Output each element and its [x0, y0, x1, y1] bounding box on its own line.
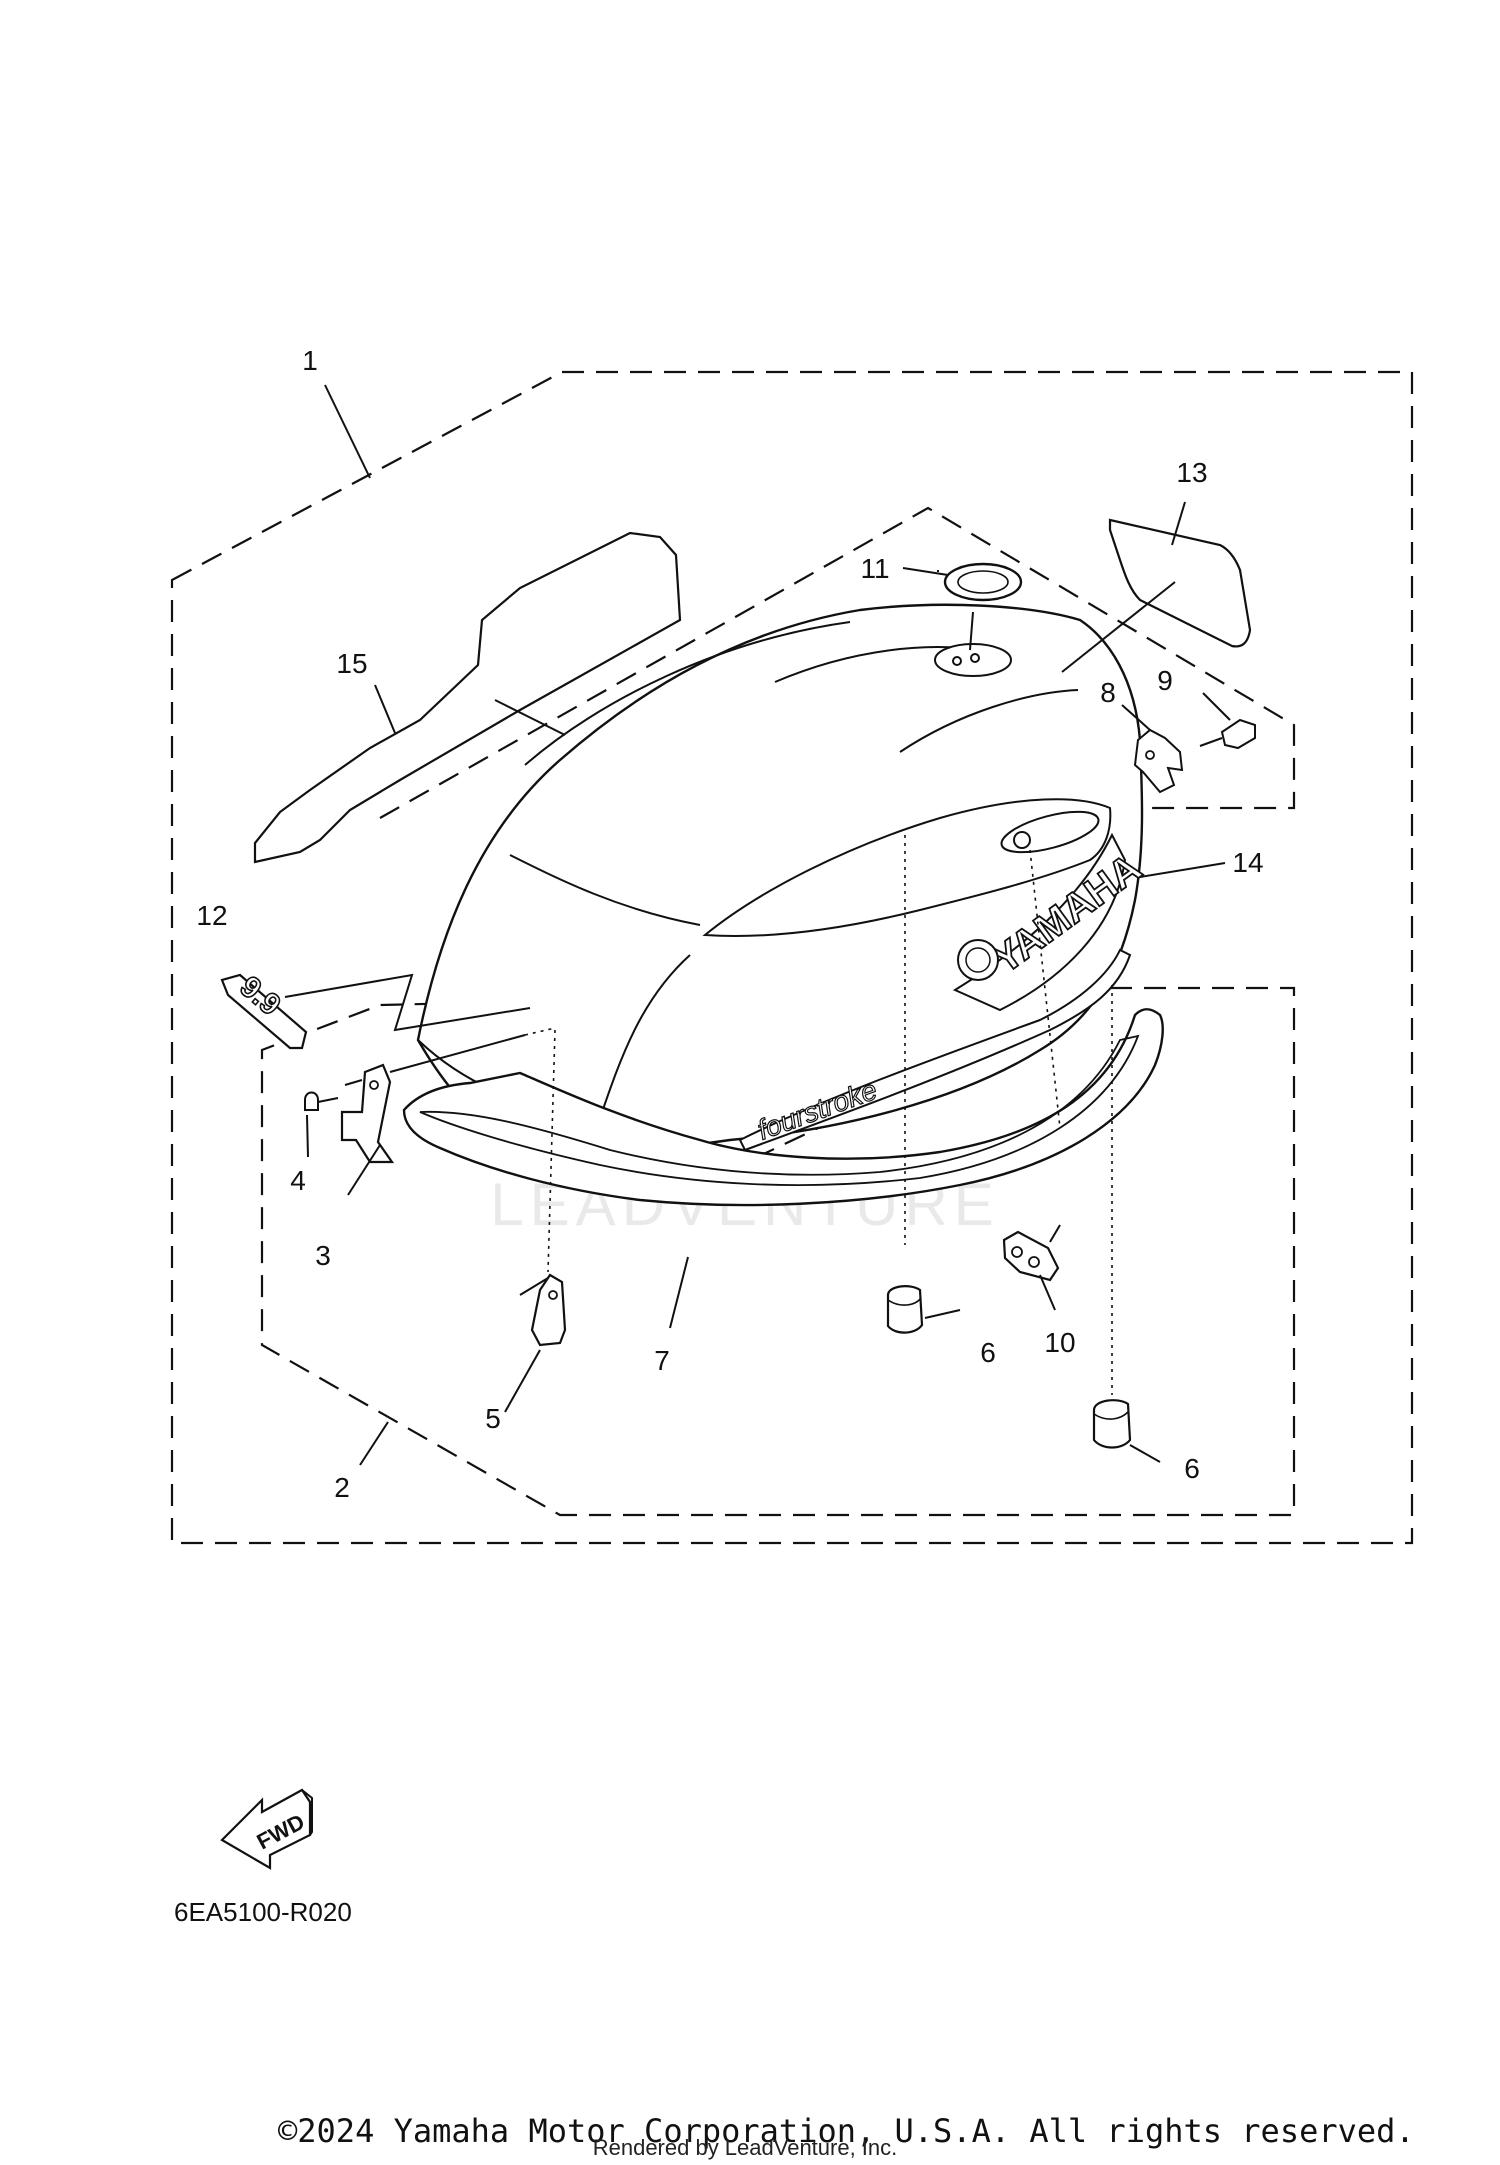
copyright-notice: ©2024 Yamaha Motor Corporation, U.S.A. A…	[278, 2112, 1415, 2150]
callout-5: 5	[485, 1403, 501, 1434]
vent-dot-left	[952, 656, 962, 666]
rubber-6-lower-top	[1093, 1411, 1129, 1420]
clip-10-hole-a	[1011, 1246, 1023, 1258]
callout-10: 10	[1044, 1327, 1075, 1358]
grommet-11	[943, 562, 1023, 602]
rubber-6-upper-top	[887, 1297, 922, 1306]
handle-slot-hole	[1013, 831, 1031, 849]
forward-arrow-icon: FWD	[220, 1788, 313, 1870]
cowling-contour-top	[524, 621, 851, 766]
diagram-reference: 6EA5100-R020	[174, 1897, 352, 1927]
cowling-contour-ridge2	[899, 689, 1079, 753]
rendered-by-credit: Rendered by LeadVenture, Inc.	[593, 2135, 898, 2160]
clip-10	[1002, 1230, 1060, 1282]
callout-3: 3	[315, 1240, 331, 1271]
tuning-fork-emblem-inner	[965, 947, 991, 973]
callout-7: 7	[654, 1345, 670, 1376]
vent-hole	[934, 643, 1012, 677]
rubber-6-upper	[886, 1285, 924, 1334]
callout-9: 9	[1157, 665, 1173, 696]
hook-3-hole	[369, 1080, 379, 1090]
callout-12: 12	[196, 900, 227, 931]
tuning-fork-emblem-icon	[957, 939, 999, 981]
callout-6-upper: 6	[980, 1337, 996, 1368]
bracket-8	[1133, 728, 1184, 794]
model-badge-12	[220, 973, 308, 1050]
assembly-guide-lines	[524, 835, 1113, 1395]
callout-1: 1	[302, 345, 318, 376]
decal-13	[1108, 518, 1252, 648]
callout-labels: 1 2 3 4 5 6 6 7 8 9 10 11 12 13 14 15	[196, 345, 1263, 1503]
callout-14: 14	[1232, 847, 1263, 878]
seal-7	[402, 1008, 1164, 1207]
callout-15: 15	[336, 648, 367, 679]
hook-3	[340, 1063, 395, 1164]
rubber-6-lower	[1092, 1399, 1132, 1449]
vent-dot-right	[970, 653, 980, 663]
callout-2: 2	[334, 1472, 350, 1503]
callout-8: 8	[1100, 677, 1116, 708]
side-decal-15	[253, 531, 682, 864]
callout-6-lower: 6	[1184, 1453, 1200, 1484]
clip-10-hole-b	[1028, 1256, 1040, 1268]
callout-13: 13	[1176, 457, 1207, 488]
seal-7-inner	[419, 1034, 1140, 1186]
screw-4	[304, 1091, 339, 1111]
grommet-11-inner	[957, 570, 1009, 594]
assembly-1-boundary	[170, 370, 1414, 1545]
cowling-contour-left	[509, 854, 701, 926]
bolt-9-shank	[1199, 737, 1223, 747]
leader-lines	[284, 384, 1231, 1466]
callout-4: 4	[290, 1165, 306, 1196]
bolt-9	[1220, 718, 1256, 750]
bracket-8-hole	[1145, 750, 1155, 760]
hook-5-hole	[548, 1290, 558, 1300]
callout-11: 11	[860, 553, 889, 584]
